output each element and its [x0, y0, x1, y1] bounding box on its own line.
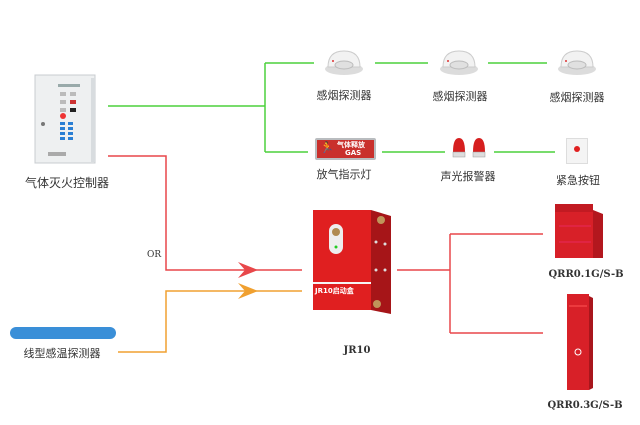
- smoke-detector-3-label: 感烟探测器: [549, 91, 605, 104]
- orange-wires: [118, 290, 302, 353]
- green-wires: [108, 62, 555, 153]
- qrr-0-3g-device[interactable]: [565, 292, 595, 392]
- controller-cabinet-icon: [34, 74, 96, 164]
- smoke-detector-1[interactable]: [322, 47, 366, 77]
- qrr-0-1g-device[interactable]: [553, 202, 605, 264]
- gas-release-indicator[interactable]: 🏃 气体释放 GAS: [315, 138, 376, 160]
- gas-extinguishing-controller[interactable]: [34, 74, 98, 166]
- linear-heat-detector-label: 线型感温探测器: [23, 347, 101, 360]
- controller-label: 气体灭火控制器: [24, 176, 110, 190]
- qrr-small-icon: [555, 204, 603, 258]
- orange-wire-linear-jr10: [118, 290, 302, 353]
- smoke-detector-icon: [325, 50, 363, 75]
- smoke-detector-3[interactable]: [555, 47, 599, 77]
- emergency-button-label: 紧急按钮: [556, 174, 600, 187]
- alarm-beacon-icon: [452, 138, 486, 158]
- smoke-detector-icon: [440, 50, 478, 75]
- emergency-button[interactable]: [566, 138, 588, 164]
- qrr-small-label: QRR0.1G/S-B: [548, 269, 624, 280]
- or-label: OR: [147, 250, 162, 260]
- smoke-detector-icon: [558, 50, 596, 75]
- qrr-large-label: QRR0.3G/S-B: [547, 400, 623, 411]
- jr10-box-icon: [313, 210, 391, 314]
- red-wires: [108, 155, 543, 334]
- smoke-detector-2[interactable]: [437, 47, 481, 77]
- sound-light-alarm[interactable]: [451, 136, 491, 166]
- linear-heat-detector-cable[interactable]: [10, 327, 116, 339]
- smoke-detector-2-label: 感烟探测器: [432, 90, 488, 103]
- sound-light-alarm-label: 声光报警器: [440, 170, 496, 183]
- indicator-sign-text: 气体释放: [337, 141, 365, 149]
- indicator-sign-sub: GAS: [345, 149, 362, 157]
- orange-arrow-icon: [238, 283, 258, 299]
- red-arrow-icon: [238, 262, 258, 278]
- red-wire-controller-jr10: [108, 155, 302, 271]
- jr10-panel-text: JR10启动盒: [315, 287, 354, 295]
- jr10-label: JR10: [343, 345, 371, 356]
- jr10-starter-box[interactable]: JR10启动盒: [305, 202, 395, 322]
- red-button-icon: [574, 146, 580, 152]
- running-person-icon: 🏃: [320, 141, 334, 154]
- qrr-large-icon: [567, 294, 593, 390]
- smoke-detector-1-label: 感烟探测器: [316, 89, 372, 102]
- release-indicator-label: 放气指示灯: [316, 168, 372, 181]
